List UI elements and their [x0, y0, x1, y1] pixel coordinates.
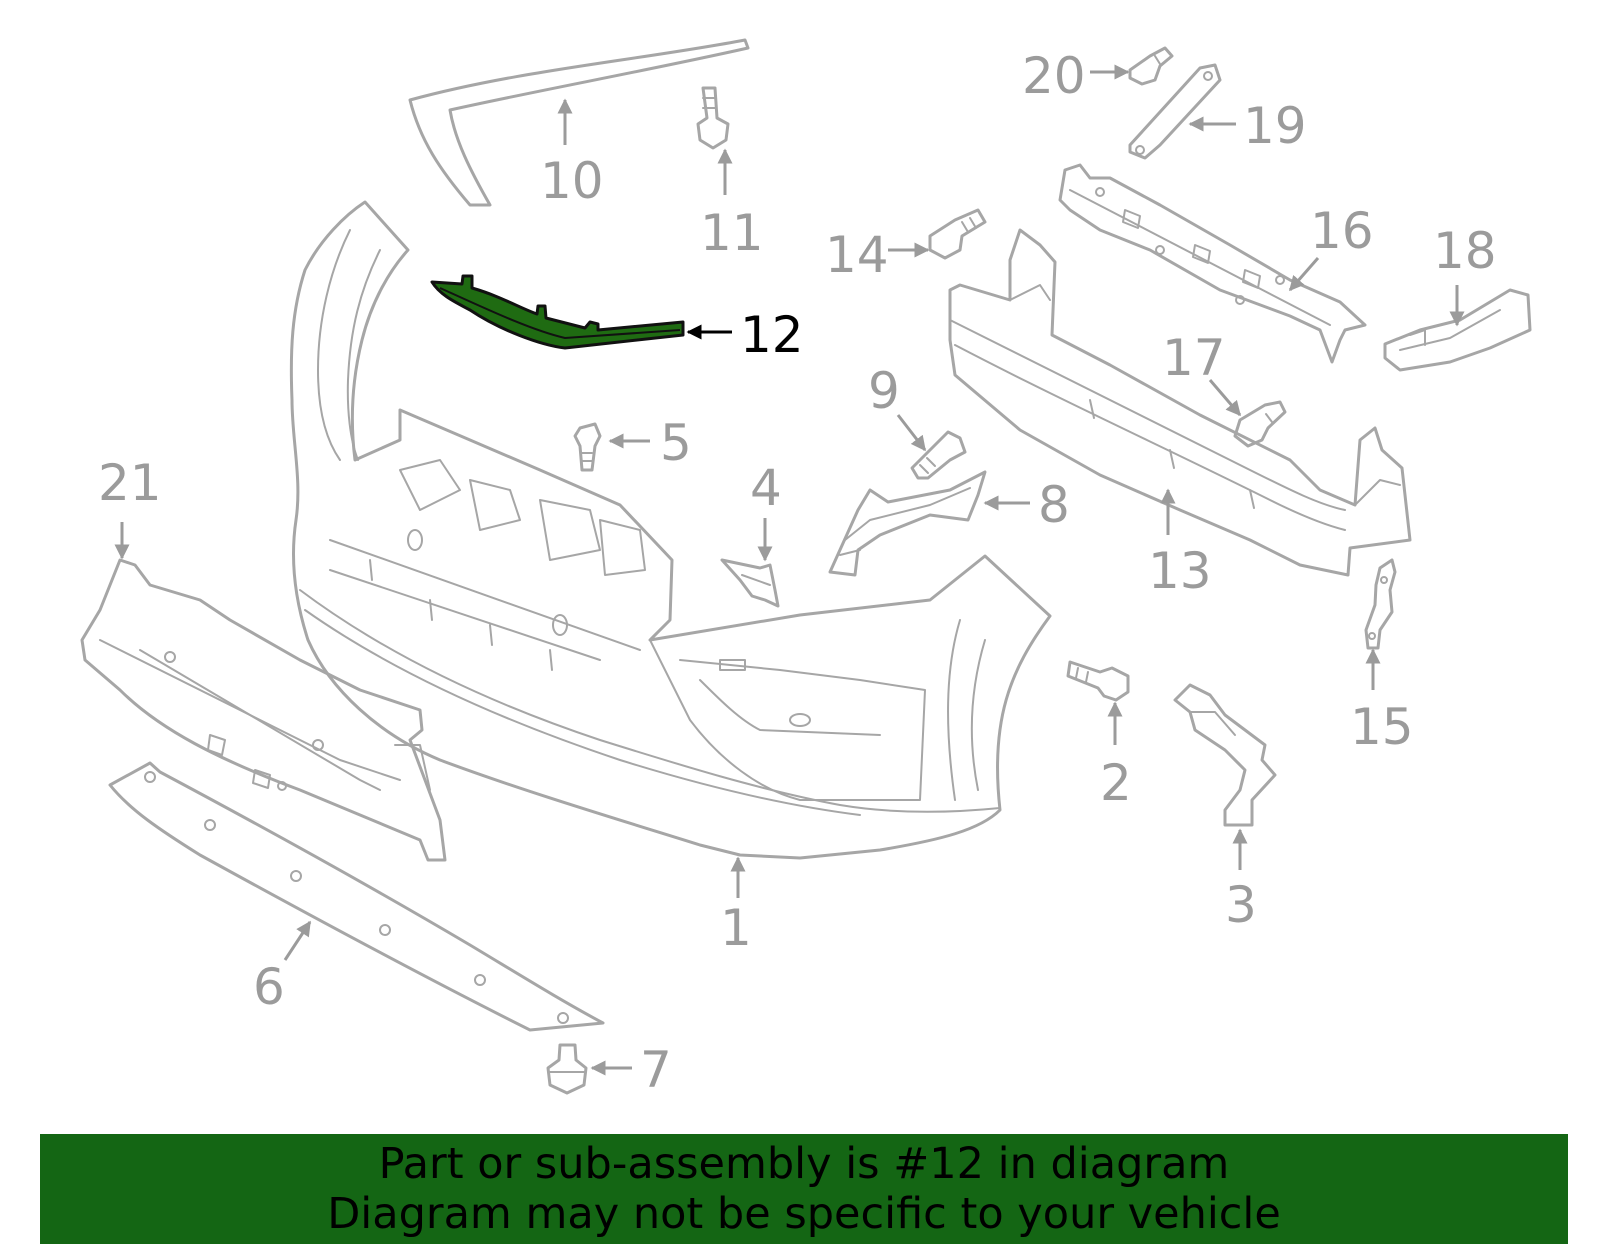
part-5-bolt [573, 422, 602, 472]
part-1-bumper-cover [289, 200, 1052, 860]
info-banner: Part or sub-assembly is #12 in diagram D… [40, 1134, 1568, 1244]
part-21-lower-grille [80, 558, 447, 862]
part-14-bolt [928, 208, 987, 260]
part-11-clip [696, 86, 730, 150]
callout-2: 2 [1100, 701, 1132, 812]
svg-text:14: 14 [825, 226, 889, 284]
part-4-small-clip [720, 558, 780, 608]
part-12-highlighted-bracket[interactable] [430, 274, 685, 350]
part-2-bolt [1066, 660, 1130, 702]
svg-text:9: 9 [868, 362, 900, 420]
svg-text:7: 7 [640, 1041, 672, 1099]
callout-3: 3 [1225, 828, 1257, 934]
callout-15: 15 [1350, 648, 1414, 756]
svg-text:3: 3 [1225, 876, 1257, 934]
part-19-brace [1128, 63, 1222, 160]
svg-text:20: 20 [1022, 47, 1086, 105]
svg-text:8: 8 [1038, 476, 1070, 534]
part-17-bolt [1233, 400, 1287, 448]
callout-20: 20 [1022, 47, 1130, 105]
svg-text:2: 2 [1100, 754, 1132, 812]
callout-11: 11 [700, 148, 764, 262]
svg-text:16: 16 [1310, 202, 1374, 260]
svg-text:5: 5 [660, 414, 692, 472]
svg-text:19: 19 [1243, 97, 1307, 155]
svg-text:17: 17 [1162, 329, 1226, 387]
part-6-lower-strip [108, 761, 605, 1032]
callout-8: 8 [983, 476, 1070, 534]
svg-text:21: 21 [98, 454, 162, 512]
callout-13: 13 [1148, 488, 1212, 600]
parts-diagram: 1 2 3 4 5 6 7 8 9 10 11 12 [80, 38, 1532, 1099]
callout-18: 18 [1433, 222, 1497, 327]
part-3-bracket [1173, 683, 1277, 827]
svg-text:11: 11 [700, 204, 764, 262]
callout-6: 6 [253, 920, 312, 1016]
callout-5: 5 [608, 414, 692, 472]
callout-21: 21 [98, 454, 162, 560]
part-20-bolt [1128, 46, 1174, 86]
part-9-bolt [910, 430, 967, 480]
part-13-reinforcement-beam [948, 228, 1412, 577]
svg-text:10: 10 [540, 152, 604, 210]
banner-line-1: Part or sub-assembly is #12 in diagram [378, 1139, 1230, 1189]
part-10-upper-molding [408, 38, 750, 207]
callout-16: 16 [1288, 202, 1374, 292]
svg-text:15: 15 [1350, 698, 1414, 756]
callout-7: 7 [590, 1041, 672, 1099]
part-7-push-pin [546, 1043, 588, 1095]
svg-text:4: 4 [750, 459, 782, 517]
svg-text:6: 6 [253, 958, 285, 1016]
svg-text:18: 18 [1433, 222, 1497, 280]
callout-10: 10 [540, 98, 604, 210]
part-15-bracket [1364, 558, 1397, 650]
callout-1: 1 [720, 856, 752, 957]
callout-14: 14 [825, 226, 930, 284]
callout-4: 4 [750, 459, 782, 562]
svg-text:1: 1 [720, 899, 752, 957]
banner-line-2: Diagram may not be specific to your vehi… [327, 1189, 1281, 1239]
callout-12: 12 [686, 306, 804, 364]
part-8-side-bracket [828, 470, 987, 577]
callout-19: 19 [1188, 97, 1307, 155]
part-16-upper-bracket [1058, 163, 1367, 364]
svg-text:13: 13 [1148, 542, 1212, 600]
svg-text:12: 12 [740, 306, 804, 364]
callout-9: 9 [868, 362, 927, 452]
part-18-side-bracket [1383, 288, 1532, 372]
callout-17: 17 [1162, 329, 1242, 417]
